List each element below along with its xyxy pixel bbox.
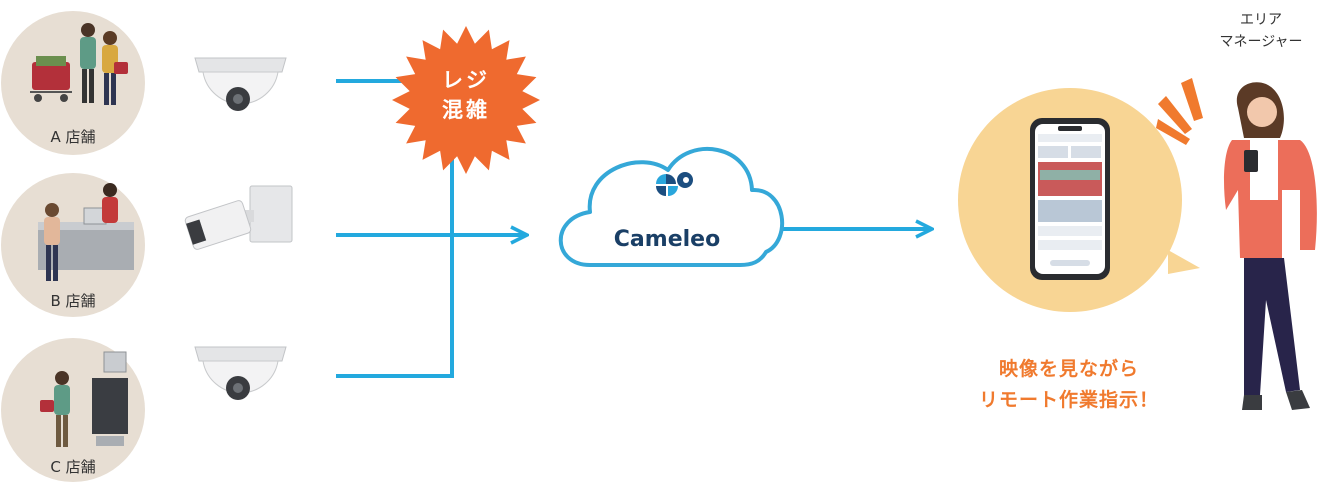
alert-line-2: 混雑 — [442, 98, 490, 122]
alert-line-1: レジ — [442, 68, 490, 92]
cameleo-logo-icon — [656, 172, 693, 196]
store-c-label: C 店舗 — [50, 458, 95, 476]
cloud-outline — [558, 147, 784, 267]
manager-label-line-2: マネージャー — [1219, 34, 1302, 50]
cloud-label: Cameleo — [614, 227, 720, 252]
store-b-label: B 店舗 — [50, 292, 95, 310]
store-c-line — [336, 81, 454, 378]
store-a-label: A 店舗 — [50, 128, 95, 146]
register-congestion-alert: レジ 混雑 — [392, 26, 540, 174]
caption-line-2: リモート作業指示！ — [979, 388, 1159, 411]
self-checkout-illustration — [40, 351, 128, 447]
checkout-counter-illustration — [38, 183, 134, 281]
burst-shape — [392, 26, 540, 174]
smartphone-view-bubble — [958, 88, 1200, 312]
store-c: C 店舗 — [1, 338, 145, 482]
exclamation-lines-icon — [1156, 78, 1203, 145]
connection-lines — [336, 79, 932, 378]
bullet-camera-icon — [184, 185, 293, 250]
store-b: B 店舗 — [1, 173, 145, 317]
store-a: A 店舗 — [1, 11, 145, 155]
cameleo-cloud: Cameleo — [558, 147, 784, 267]
manager-label-line-1: エリア — [1240, 12, 1282, 28]
area-manager-figure — [1224, 82, 1317, 410]
dome-camera-icon — [194, 346, 287, 400]
dome-camera-icon — [194, 57, 287, 111]
caption-line-1: 映像を見ながら — [999, 357, 1139, 380]
shoppers-with-cart-illustration — [30, 23, 128, 105]
smartphone-icon — [1030, 118, 1110, 280]
